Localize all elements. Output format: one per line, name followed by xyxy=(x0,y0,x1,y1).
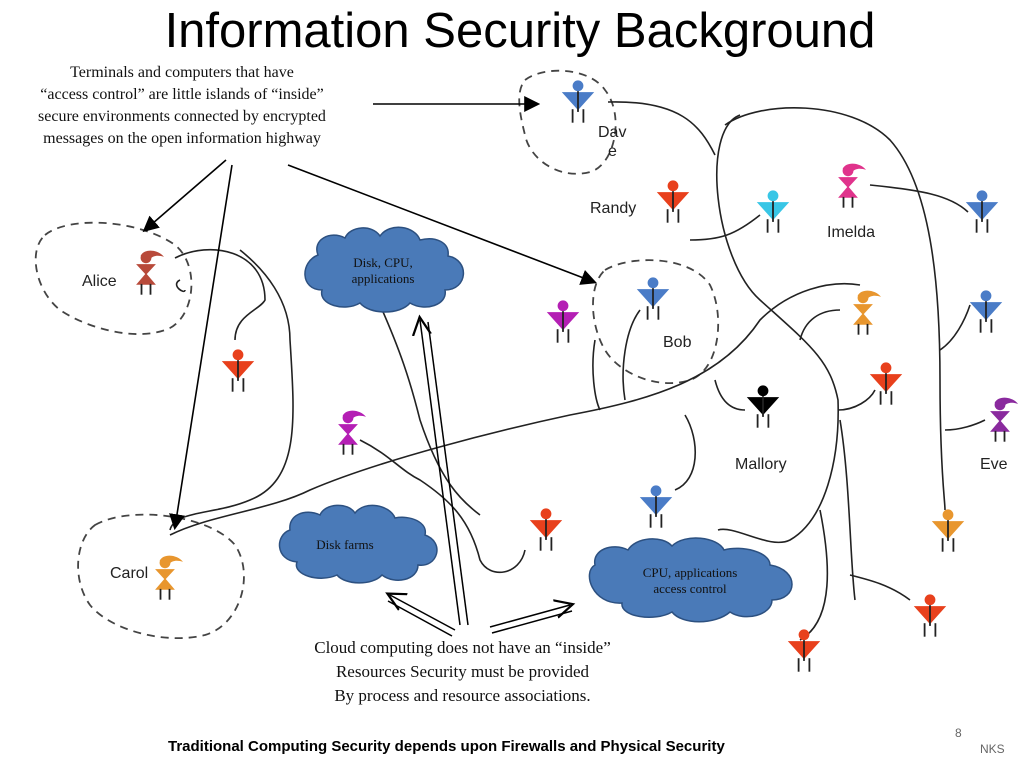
cloud-disk-cpu-label-2: applications xyxy=(352,271,415,286)
page-number: 8 xyxy=(955,726,962,740)
cloud-disk-cpu xyxy=(304,226,465,313)
label-carol: Carol xyxy=(110,565,148,582)
cloud-disk-farms xyxy=(278,504,438,584)
cloud-cpu-access xyxy=(588,537,793,623)
cloud-disk-cpu-label-1: Disk, CPU, xyxy=(353,255,413,270)
label-randy: Randy xyxy=(590,200,636,217)
islands-note-line: Terminals and computers that have xyxy=(70,64,294,81)
islands-note-line: secure environments connected by encrypt… xyxy=(38,108,326,125)
cloud-labels: Disk, CPU, applications Disk farms CPU, … xyxy=(316,255,737,596)
person-labels: Dav e Randy Imelda Alice Bob Mallory Eve… xyxy=(82,124,1008,582)
slide-title: Information Security Background xyxy=(164,4,876,58)
label-mallory: Mallory xyxy=(735,456,787,473)
label-dave-1: Dav xyxy=(598,124,626,141)
bob-island xyxy=(592,259,720,384)
cloud-note-arrows xyxy=(388,320,572,637)
cloud-cpu-access-label-1: CPU, applications xyxy=(643,565,738,580)
cloud-disk-farms-label: Disk farms xyxy=(316,537,373,552)
connection-lines xyxy=(169,101,986,641)
people xyxy=(135,79,1018,673)
label-bob: Bob xyxy=(663,334,692,351)
label-eve: Eve xyxy=(980,456,1008,473)
alice-island xyxy=(34,221,193,335)
note-arrows xyxy=(142,96,597,531)
label-dave-2: e xyxy=(608,143,617,160)
label-alice: Alice xyxy=(82,273,117,290)
cloud-note-line: Cloud computing does not have an “inside… xyxy=(314,638,611,657)
label-imelda: Imelda xyxy=(827,224,875,241)
islands-note-line: “access control” are little islands of “… xyxy=(40,86,324,103)
islands-note: Terminals and computers that have “acces… xyxy=(12,62,352,150)
slide-footer: Traditional Computing Security depends u… xyxy=(168,738,725,755)
dave-island xyxy=(518,69,617,175)
cloud-note-line: Resources Security must be provided xyxy=(335,662,590,681)
cloud-cpu-access-label-2: access control xyxy=(653,581,727,596)
cloud-note: Cloud computing does not have an “inside… xyxy=(290,636,635,708)
author-initials: NKS xyxy=(980,742,1005,756)
carol-island xyxy=(77,513,245,639)
cloud-note-line: By process and resource associations. xyxy=(334,686,591,705)
islands-note-line: messages on the open information highway xyxy=(43,130,321,147)
